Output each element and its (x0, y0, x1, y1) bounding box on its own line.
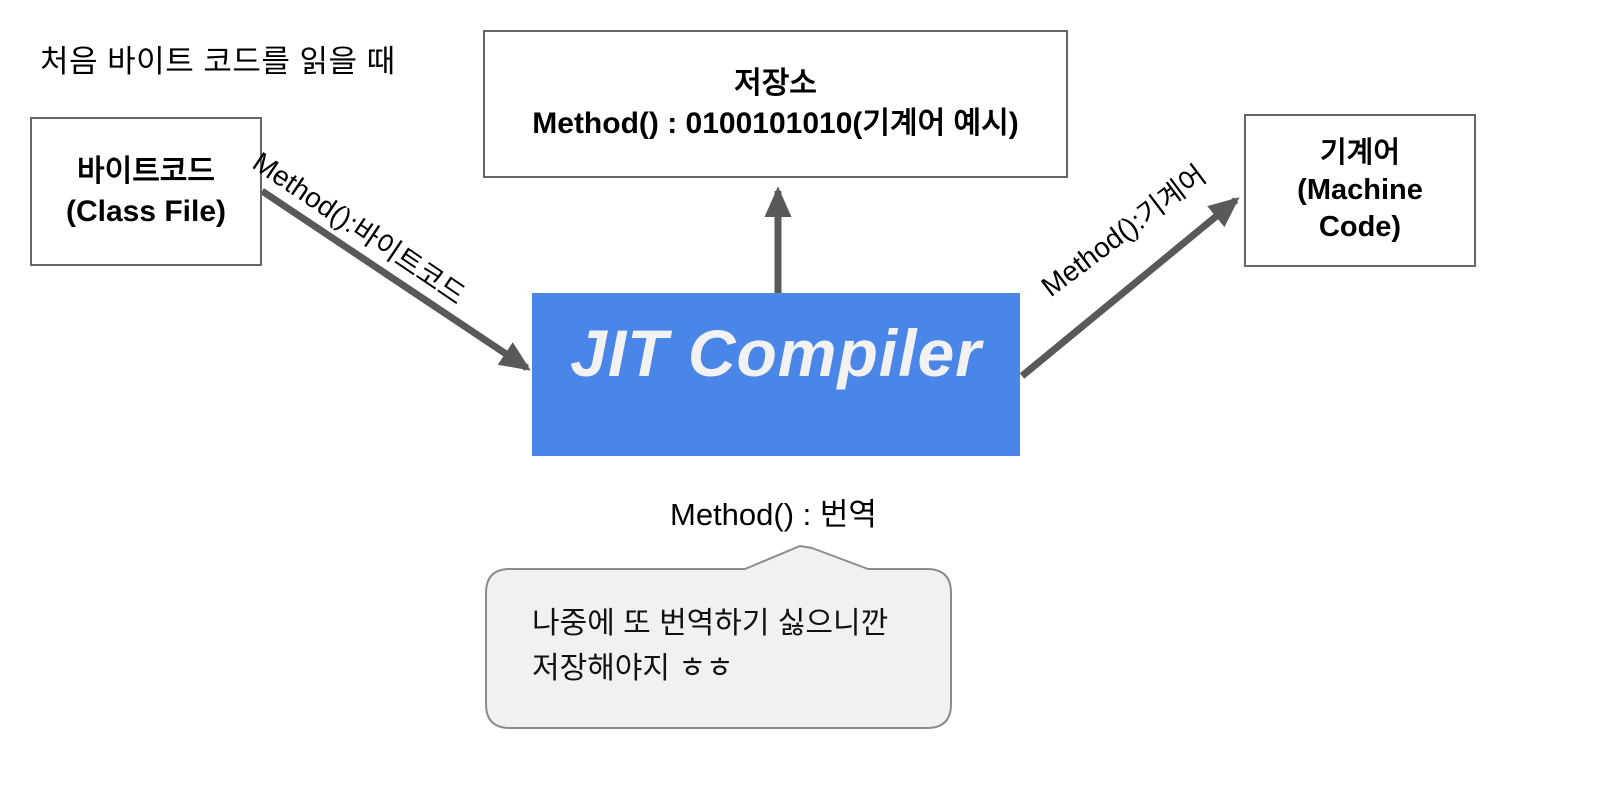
method-translate-label: Method() : 번역 (670, 497, 877, 532)
machine-code-box: 기계어 (Machine Code) (1244, 114, 1476, 267)
storage-box-method-entry: Method() : 0100101010(기계어 예시) (532, 107, 1019, 140)
storage-box-title: 저장소 (734, 67, 817, 100)
speech-bubble-text: 나중에 또 번역하기 싫으니깐 저장해야지 ㅎㅎ (532, 601, 888, 691)
speech-bubble-shape (485, 545, 952, 729)
machine-box-label-en-2: Code) (1318, 211, 1402, 243)
bytecode-box-label-en: (Class File) (65, 194, 227, 228)
diagram-title: 처음 바이트 코드를 읽을 때 (40, 44, 396, 79)
machine-box-label-en-1: (Machine (1297, 174, 1423, 206)
speech-bubble-line-1: 나중에 또 번역하기 싫으니깐 (532, 607, 889, 640)
machine-box-label-ko: 기계어 (1319, 137, 1401, 169)
bytecode-box: 바이트코드 (Class File) (30, 117, 262, 266)
arrow-bytecode-to-jit (260, 188, 531, 371)
speech-bubble-line-2: 저장해야지 ㅎㅎ (532, 652, 734, 685)
arrow-jit-to-machine (1019, 197, 1240, 379)
jit-compiler-box: JIT Compiler (532, 293, 1020, 456)
bytecode-box-label-ko: 바이트코드 (77, 154, 215, 188)
storage-box: 저장소 Method() : 0100101010(기계어 예시) (483, 30, 1068, 178)
